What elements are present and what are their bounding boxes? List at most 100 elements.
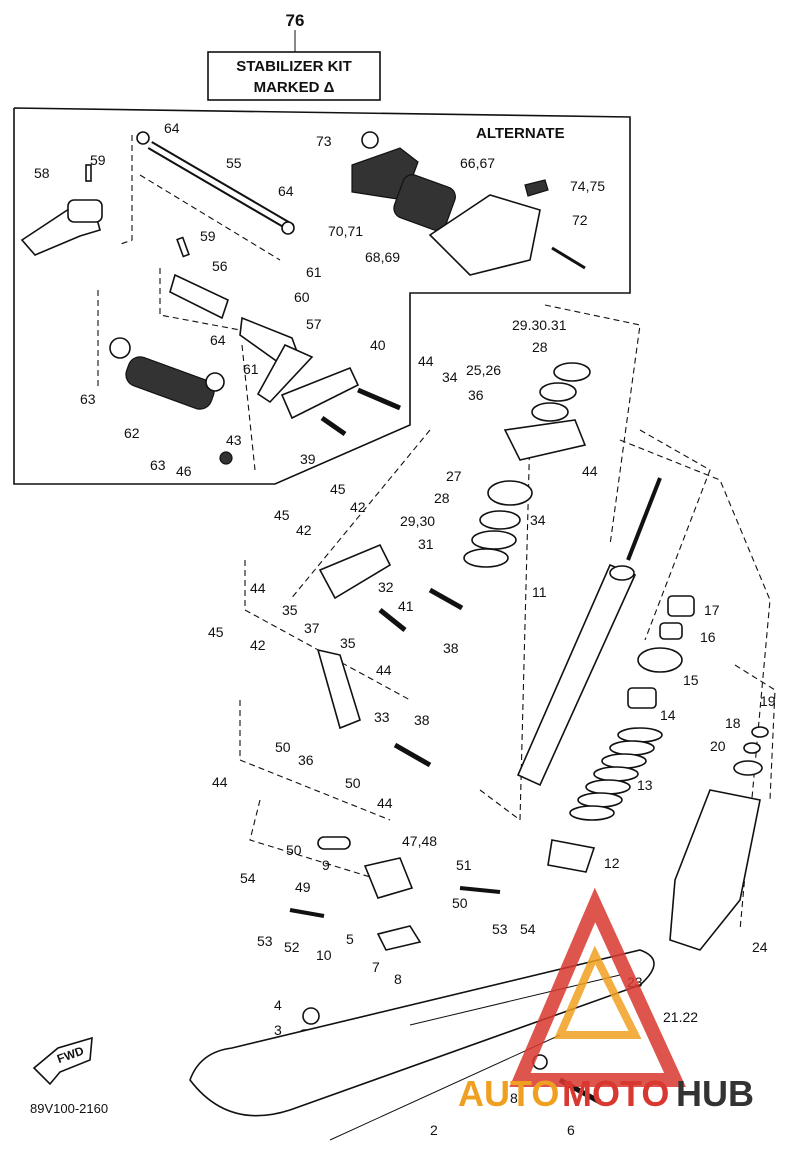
part-52-pin (289, 908, 325, 918)
callout-62: 62 (124, 425, 140, 441)
part-39-bolt (320, 415, 347, 437)
part-21-22-boot (669, 789, 761, 951)
callout-3: 3 (274, 1022, 282, 1038)
part-59-pin (85, 164, 92, 182)
part-29-30-ring (471, 530, 517, 550)
part-62-roller (125, 356, 215, 410)
callout-72: 72 (572, 212, 588, 228)
callout-13: 13 (637, 777, 653, 793)
part-28-ring (539, 382, 577, 402)
part-68-69-bellows (393, 174, 456, 231)
callout-42: 42 (250, 637, 266, 653)
callout-44: 44 (582, 463, 598, 479)
part-38-bolt (393, 742, 432, 768)
callout-34: 34 (530, 512, 546, 528)
callout-63: 63 (80, 391, 96, 407)
callout-29-30: 29,30 (400, 513, 435, 529)
callout-18: 18 (725, 715, 741, 731)
part-74-75-clip (524, 179, 549, 197)
callout-59: 59 (90, 152, 106, 168)
callout-45: 45 (208, 624, 224, 640)
callout-19: 19 (760, 693, 776, 709)
callout-44: 44 (418, 353, 434, 369)
watermark-text-auto: AUTO (458, 1073, 559, 1114)
callout-21-22: 21.22 (663, 1009, 698, 1025)
callout-17: 17 (704, 602, 720, 618)
group-dash (159, 268, 241, 331)
callout-44: 44 (376, 662, 392, 678)
part-20-washer (733, 760, 763, 776)
part-33-arm (316, 648, 361, 730)
callout-52: 52 (284, 939, 300, 955)
callout-4: 4 (274, 997, 282, 1013)
callout-24: 24 (752, 939, 768, 955)
callout-35: 35 (340, 635, 356, 651)
part-66-67-housing (428, 194, 541, 276)
group-dash (289, 429, 431, 601)
callout-20: 20 (710, 738, 726, 754)
callout-49: 49 (295, 879, 311, 895)
callout-73: 73 (316, 133, 332, 149)
part-19-nut (751, 726, 769, 738)
part-32-link (318, 543, 392, 600)
callout-58: 58 (34, 165, 50, 181)
callout-53: 53 (257, 933, 273, 949)
callout-50: 50 (286, 842, 302, 858)
kit-title-line1: STABILIZER KIT (236, 58, 352, 75)
part-11-rod (626, 477, 662, 561)
callout-35: 35 (282, 602, 298, 618)
part-73-cap (361, 131, 379, 149)
part-47-48-bracket (363, 857, 414, 899)
part-18-washer (743, 742, 761, 754)
part-40-bolt (357, 387, 401, 411)
callout-61: 61 (306, 264, 322, 280)
callout-50: 50 (345, 775, 361, 791)
callout-55: 55 (226, 155, 242, 171)
callout-15: 15 (683, 672, 699, 688)
callout-44: 44 (212, 774, 228, 790)
watermark-text-moto: MOTO (562, 1073, 669, 1114)
part-28-ring (531, 402, 569, 422)
callout-43: 43 (226, 432, 242, 448)
kit-enclosure-outline (13, 107, 631, 485)
callout-41: 41 (398, 598, 414, 614)
callout-50: 50 (275, 739, 291, 755)
callout-42: 42 (350, 499, 366, 515)
automotohub-watermark-logo (509, 887, 686, 1087)
callout-51: 51 (456, 857, 472, 873)
callout-28: 28 (532, 339, 548, 355)
callout-42: 42 (296, 522, 312, 538)
callout-40: 40 (370, 337, 386, 353)
callout-45: 45 (274, 507, 290, 523)
fwd-arrow-icon: FWD (32, 1036, 93, 1086)
callout-46: 46 (176, 463, 192, 479)
group-dash (139, 174, 281, 261)
part-29-30-31-ring (553, 362, 591, 382)
part-13-spring (569, 727, 663, 821)
callout-39: 39 (300, 451, 316, 467)
watermark-triangle-red (509, 887, 686, 1087)
callout-34: 34 (442, 369, 458, 385)
callout-16: 16 (700, 629, 716, 645)
part-38-bolt (428, 587, 464, 611)
part-64-nut (281, 221, 295, 235)
callout-45: 45 (330, 481, 346, 497)
callout-25-26: 25,26 (466, 362, 501, 378)
part-58-hub (67, 199, 103, 223)
callout-36: 36 (298, 752, 314, 768)
callout-8: 8 (394, 971, 402, 987)
callout-70-71: 70,71 (328, 223, 363, 239)
part-64-nut (136, 131, 150, 145)
callout-66-67: 66,67 (460, 155, 495, 171)
callout-33: 33 (374, 709, 390, 725)
callout-28: 28 (434, 490, 450, 506)
callout-60: 60 (294, 289, 310, 305)
part-27-bushing (487, 480, 533, 506)
callout-7: 7 (372, 959, 380, 975)
callout-57: 57 (306, 316, 322, 332)
kit-box (207, 51, 381, 101)
callout-61: 61 (243, 361, 259, 377)
part-4-nut (302, 1007, 320, 1025)
callout-74-75: 74,75 (570, 178, 605, 194)
